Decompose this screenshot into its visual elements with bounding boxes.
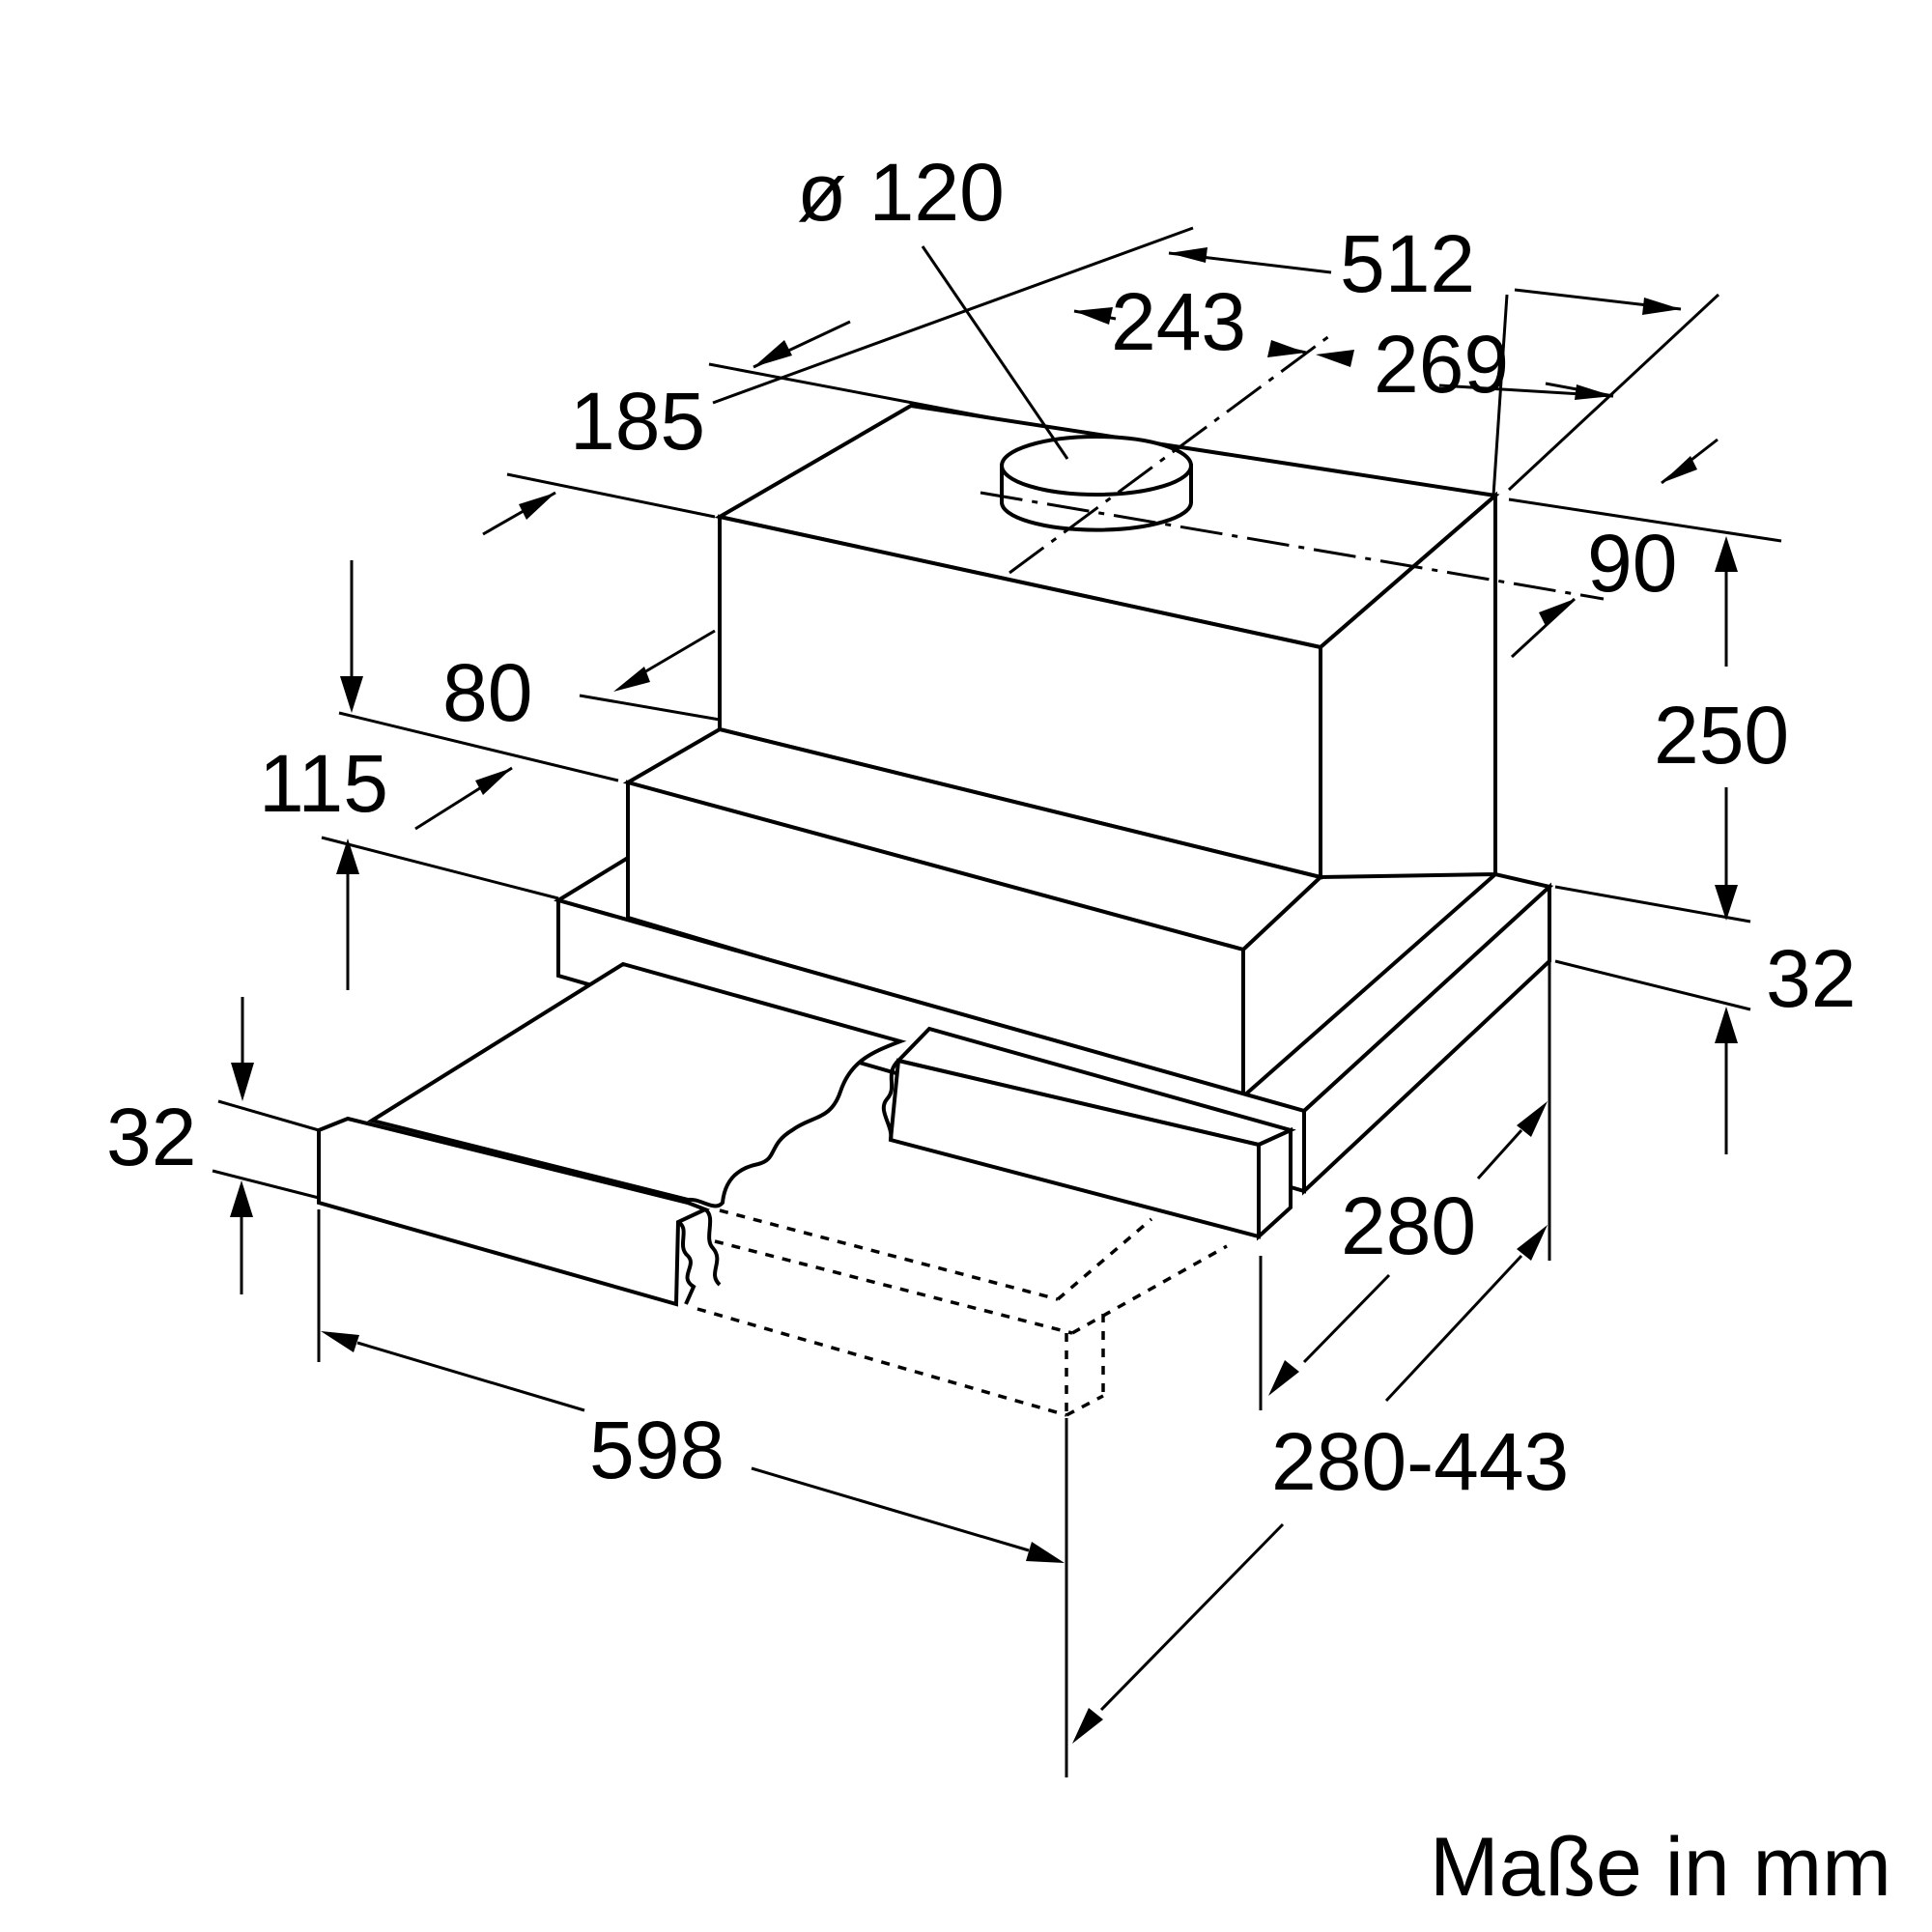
arrow-269-right xyxy=(1575,384,1613,400)
label-frame-height: 32 xyxy=(1766,933,1856,1024)
arrow-280-443-top xyxy=(1517,1225,1548,1261)
arrow-32-right-up xyxy=(1715,1007,1738,1043)
arrow-250-up xyxy=(1715,536,1738,572)
arrow-32-left-down xyxy=(231,1063,254,1101)
label-body-height: 250 xyxy=(1654,690,1789,781)
arrow-top-left-down xyxy=(340,676,363,713)
label-panel-height: 32 xyxy=(106,1092,196,1182)
arrow-80 xyxy=(613,667,650,692)
units-label: Maße in mm xyxy=(1430,1821,1891,1914)
arrow-280-bottom xyxy=(1268,1360,1299,1396)
arrow-top-left-up xyxy=(336,838,359,874)
label-duct-diameter: ø 120 xyxy=(797,147,1005,238)
arrow-280-top xyxy=(1517,1101,1548,1137)
arrow-250-down xyxy=(1715,885,1738,921)
label-drawer-depth: 280 xyxy=(1341,1180,1476,1271)
arrow-280-443-bottom xyxy=(1072,1708,1103,1744)
arrow-115 xyxy=(475,768,512,795)
dimension-arrows xyxy=(230,247,1738,1744)
dimension-labels: ø 120 512 243 269 185 90 80 115 250 32 3… xyxy=(106,147,1891,1914)
hidden-tray-outline xyxy=(696,1208,1228,1417)
arrow-185-top xyxy=(753,340,792,367)
label-canopy-depth: 115 xyxy=(259,738,388,829)
arrow-90-top xyxy=(1662,456,1697,483)
label-extended-depth: 280-443 xyxy=(1271,1416,1569,1507)
arrow-185-bottom xyxy=(519,493,555,520)
arrow-243-right xyxy=(1267,340,1306,357)
arrow-32-left-up xyxy=(230,1180,253,1217)
arrow-598-left xyxy=(321,1331,359,1352)
arrow-243-left xyxy=(1074,307,1113,325)
label-duct-offset-right: 269 xyxy=(1374,319,1509,410)
arrow-512-left xyxy=(1169,247,1208,263)
label-overall-depth: 512 xyxy=(1340,218,1475,309)
label-duct-offset-left: 243 xyxy=(1111,276,1246,367)
duct-center-lines xyxy=(980,331,1605,601)
arrow-512-right xyxy=(1642,298,1681,315)
label-front-setback: 80 xyxy=(442,647,532,738)
hood-upper-body xyxy=(714,403,1500,880)
arrow-598-right xyxy=(1026,1542,1065,1563)
arrow-90-bottom xyxy=(1539,599,1575,626)
telescopic-drawer xyxy=(317,961,1296,1307)
label-top-right-offset: 90 xyxy=(1587,518,1677,609)
label-rear-offset: 185 xyxy=(570,376,705,467)
duct-collar xyxy=(1000,435,1193,532)
label-width: 598 xyxy=(589,1405,724,1495)
extension-lines xyxy=(212,226,1782,1777)
arrow-269-left xyxy=(1316,350,1354,367)
